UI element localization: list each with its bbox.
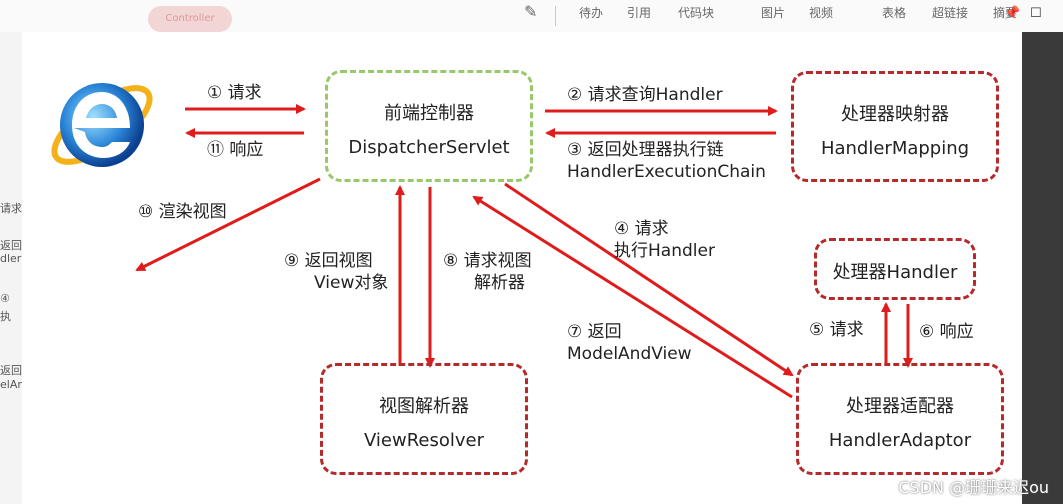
diagram-arrows: [51, 83, 913, 399]
label-resolve-view: ⑧ 请求视图: [443, 251, 532, 271]
dispatcher-servlet-box: 前端控制器 DispatcherServlet: [325, 70, 533, 182]
label-render-view: ⑩ 渲染视图: [138, 202, 227, 222]
dispatcher-name: DispatcherServlet: [348, 137, 510, 158]
label-return-chain: ③ 返回处理器执行链: [567, 140, 724, 160]
label-handler-response: ⑥ 响应: [919, 322, 974, 342]
label-exec-handler: 执行Handler: [614, 241, 715, 261]
toolbar-divider: [555, 6, 556, 26]
label-exec-request: ④ 请求: [614, 219, 669, 239]
toolbar-item-video[interactable]: 视频: [809, 6, 834, 20]
label-response: ⑪ 响应: [207, 140, 264, 160]
label-request: ① 请求: [207, 83, 262, 103]
strip-text: 请求: [0, 202, 22, 215]
handler-adaptor-box: 处理器适配器 HandlerAdaptor: [796, 363, 1004, 475]
strip-text: elAn: [0, 378, 23, 391]
handler-adaptor-title: 处理器适配器: [846, 396, 954, 417]
label-model-and-view: ModelAndView: [567, 344, 692, 364]
pin-icon[interactable]: 📌: [1004, 6, 1021, 21]
handler-mapping-name: HandlerMapping: [820, 138, 970, 159]
right-background-strip: [1022, 32, 1063, 504]
toolbar-item-codeblock[interactable]: 代码块: [678, 6, 715, 20]
view-resolver-name: ViewResolver: [363, 430, 484, 451]
strip-text: 返回: [0, 239, 22, 252]
label-query-handler: ② 请求查询Handler: [567, 85, 723, 105]
window-icon[interactable]: ☐: [1030, 6, 1042, 21]
handler-title: 处理器Handler: [832, 262, 958, 283]
strip-text: ④: [0, 292, 10, 305]
diagram-canvas: 前端控制器 DispatcherServlet 处理器映射器 HandlerMa…: [22, 32, 1022, 504]
label-execution-chain: HandlerExecutionChain: [567, 162, 766, 182]
handler-box: 处理器Handler: [814, 238, 976, 300]
label-return: ⑦ 返回: [567, 322, 622, 342]
dispatcher-title: 前端控制器: [384, 103, 474, 124]
label-resolver: 解析器: [474, 273, 525, 293]
handler-mapping-title: 处理器映射器: [841, 104, 949, 125]
csdn-watermark: CSDN @珊珊来迟ou: [898, 478, 1049, 497]
left-background-strip: 请求 返回 dler ④ 执 返回 elAn: [0, 32, 23, 504]
view-resolver-box: 视图解析器 ViewResolver: [320, 363, 528, 475]
background-controller-shape: Controller: [148, 6, 232, 32]
strip-text: 返回: [0, 364, 22, 377]
toolbar-item-hyperlink[interactable]: 超链接: [932, 6, 969, 20]
editor-toolbar: Controller ✎ 待办 引用 代码块 图片 视频 表格 超链接 摘要 📌…: [0, 0, 1063, 33]
label-return-view: ⑨ 返回视图: [284, 251, 373, 271]
toolbar-item-todo[interactable]: 待办: [579, 6, 604, 20]
strip-text: 执: [0, 310, 11, 323]
toolbar-item-quote[interactable]: 引用: [627, 6, 652, 20]
toolbar-item-image[interactable]: 图片: [761, 6, 786, 20]
handler-adaptor-name: HandlerAdaptor: [828, 430, 972, 451]
browser-icon: [51, 83, 153, 167]
label-view-object: View对象: [314, 273, 389, 293]
strip-text: dler: [0, 252, 22, 265]
label-handler-request: ⑤ 请求: [809, 320, 864, 340]
handler-mapping-box: 处理器映射器 HandlerMapping: [791, 71, 999, 182]
toolbar-item-summary[interactable]: 摘要: [993, 6, 1018, 20]
view-resolver-title: 视图解析器: [379, 396, 469, 417]
toolbar-item-table[interactable]: 表格: [882, 6, 907, 20]
eraser-icon[interactable]: ✎: [524, 2, 538, 21]
